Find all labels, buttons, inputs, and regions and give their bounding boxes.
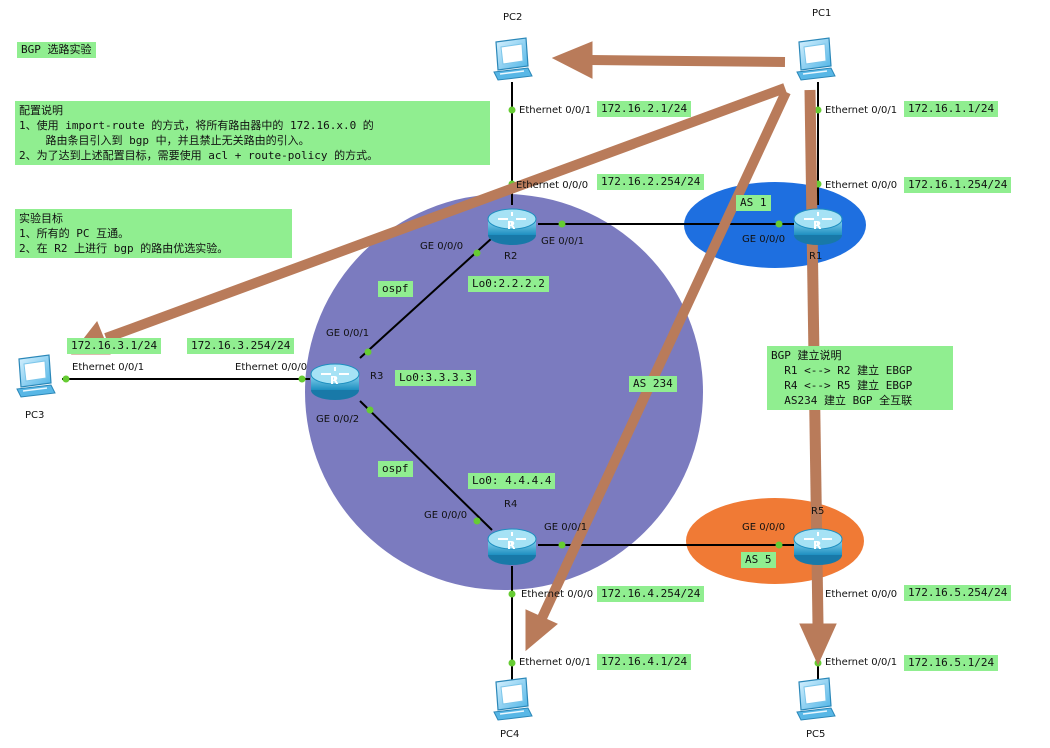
config-note-line: 1、使用 import-route 的方式，将所有路由器中的 172.16.x.… xyxy=(19,119,374,132)
r4-ge000-interface: GE 0/0/0 xyxy=(424,510,468,521)
r3-ge001-interface: GE 0/0/1 xyxy=(326,328,370,339)
r4-address: 172.16.4.254/24 xyxy=(597,586,705,602)
r2-eth-interface: Ethernet 0/0/0 xyxy=(516,180,589,191)
pc1-address: 172.16.1.1/24 xyxy=(904,101,999,117)
bgp-note-line: R4 <--> R5 建立 EBGP xyxy=(771,379,913,392)
as1-label: AS 1 xyxy=(736,195,771,211)
goal-note-heading: 实验目标 xyxy=(19,212,63,225)
r2-ge000-interface: GE 0/0/0 xyxy=(420,241,464,252)
bgp-note-line: R1 <--> R2 建立 EBGP xyxy=(771,364,913,377)
pc5-interface: Ethernet 0/0/1 xyxy=(825,657,898,668)
pc5-icon[interactable] xyxy=(796,677,836,721)
bgp-note: BGP 建立说明 R1 <--> R2 建立 EBGP R4 <--> R5 建… xyxy=(767,346,953,410)
arrow-pc1-pc5-head xyxy=(799,623,837,666)
config-note: 配置说明 1、使用 import-route 的方式，将所有路由器中的 172.… xyxy=(15,101,490,165)
r2-ge001-interface: GE 0/0/1 xyxy=(541,236,585,247)
pc1-icon[interactable] xyxy=(796,37,836,81)
r1-eth-interface: Ethernet 0/0/0 xyxy=(825,180,898,191)
arrow-pc1-pc2 xyxy=(589,55,786,67)
r2-loopback: Lo0:2.2.2.2 xyxy=(468,276,549,292)
title-tag: BGP 选路实验 xyxy=(17,42,96,58)
goal-note: 实验目标 1、所有的 PC 互通。 2、在 R2 上进行 bgp 的路由优选实验… xyxy=(15,209,292,258)
r4-ge001-interface: GE 0/0/1 xyxy=(544,522,588,533)
pc4-name: PC4 xyxy=(500,729,520,740)
pc3-address: 172.16.3.1/24 xyxy=(67,338,162,354)
as5-label: AS 5 xyxy=(741,552,776,568)
r2-address: 172.16.2.254/24 xyxy=(597,174,705,190)
pc2-address: 172.16.2.1/24 xyxy=(597,101,692,117)
pc1-name: PC1 xyxy=(812,8,832,19)
link-r3-r4 xyxy=(359,400,493,531)
r4-eth-interface: Ethernet 0/0/0 xyxy=(521,589,594,600)
link-r2-r3 xyxy=(359,237,493,359)
pc5-name: PC5 xyxy=(806,729,826,740)
r1-address: 172.16.1.254/24 xyxy=(904,177,1012,193)
router-r2-glyph: R xyxy=(507,219,516,232)
r2-name: R2 xyxy=(504,251,518,262)
r5-eth-interface: Ethernet 0/0/0 xyxy=(825,589,898,600)
goal-note-line: 2、在 R2 上进行 bgp 的路由优选实验。 xyxy=(19,242,229,255)
r3-loopback: Lo0:3.3.3.3 xyxy=(395,370,476,386)
goal-note-line: 1、所有的 PC 互通。 xyxy=(19,227,130,240)
bgp-note-heading: BGP 建立说明 xyxy=(771,349,842,362)
pc4-address: 172.16.4.1/24 xyxy=(597,654,692,670)
pc3-name: PC3 xyxy=(25,410,45,421)
router-r3-glyph: R xyxy=(330,374,339,387)
r5-ge000-interface: GE 0/0/0 xyxy=(742,522,786,533)
pc1-interface: Ethernet 0/0/1 xyxy=(825,105,898,116)
pc2-name: PC2 xyxy=(503,12,523,23)
arrow-pc1-pc4 xyxy=(537,89,791,621)
pc5-address: 172.16.5.1/24 xyxy=(904,655,999,671)
config-note-line: 2、为了达到上述配置目标，需要使用 acl + route-policy 的方式… xyxy=(19,149,379,162)
r4-loopback: Lo0: 4.4.4.4 xyxy=(468,473,556,489)
ospf-label-lower: ospf xyxy=(378,461,413,477)
pc2-interface: Ethernet 0/0/1 xyxy=(519,105,592,116)
arrow-pc1-pc2-head xyxy=(551,41,593,79)
config-note-line: 路由条目引入到 bgp 中，并且禁止无关路由的引入。 xyxy=(19,134,310,147)
ospf-label-upper: ospf xyxy=(378,281,413,297)
as234-label: AS 234 xyxy=(629,376,677,392)
pc3-icon[interactable] xyxy=(16,354,56,398)
router-r5-glyph: R xyxy=(813,539,822,552)
r1-ge000-interface: GE 0/0/0 xyxy=(742,234,786,245)
router-r4-glyph: R xyxy=(507,539,516,552)
r3-name: R3 xyxy=(370,371,384,382)
pc3-interface: Ethernet 0/0/1 xyxy=(72,362,145,373)
r5-address: 172.16.5.254/24 xyxy=(904,585,1012,601)
arrow-pc1-pc4-head xyxy=(525,609,558,652)
router-r1-glyph: R xyxy=(813,219,822,232)
pc4-interface: Ethernet 0/0/1 xyxy=(519,657,592,668)
bgp-note-line: AS234 建立 BGP 全互联 xyxy=(771,394,913,407)
pc2-icon[interactable] xyxy=(493,37,533,81)
arrow-pc1-pc3 xyxy=(104,83,787,343)
pc4-icon[interactable] xyxy=(493,677,533,721)
r3-ge002-interface: GE 0/0/2 xyxy=(316,414,360,425)
r3-eth-interface: Ethernet 0/0/0 xyxy=(235,362,308,373)
r1-name: R1 xyxy=(809,251,823,262)
r3-address: 172.16.3.254/24 xyxy=(187,338,295,354)
r5-name: R5 xyxy=(811,506,825,517)
r4-name: R4 xyxy=(504,499,518,510)
config-note-heading: 配置说明 xyxy=(19,104,63,117)
